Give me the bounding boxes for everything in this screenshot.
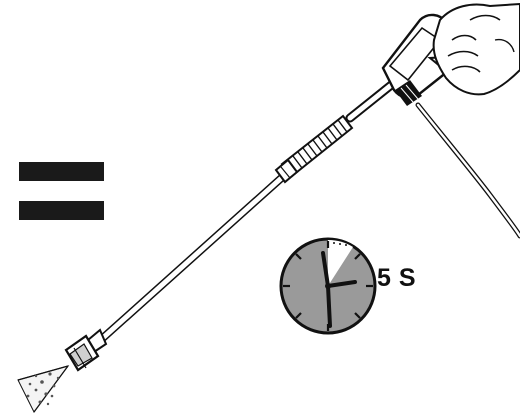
stopwatch-icon (281, 239, 375, 333)
extension-grip (276, 116, 352, 182)
lance-tube (95, 173, 287, 345)
spray-nozzle-icon (66, 330, 106, 370)
hand-icon (434, 4, 520, 94)
duration-label: 5 S (377, 264, 416, 293)
spray-mist (18, 366, 68, 412)
